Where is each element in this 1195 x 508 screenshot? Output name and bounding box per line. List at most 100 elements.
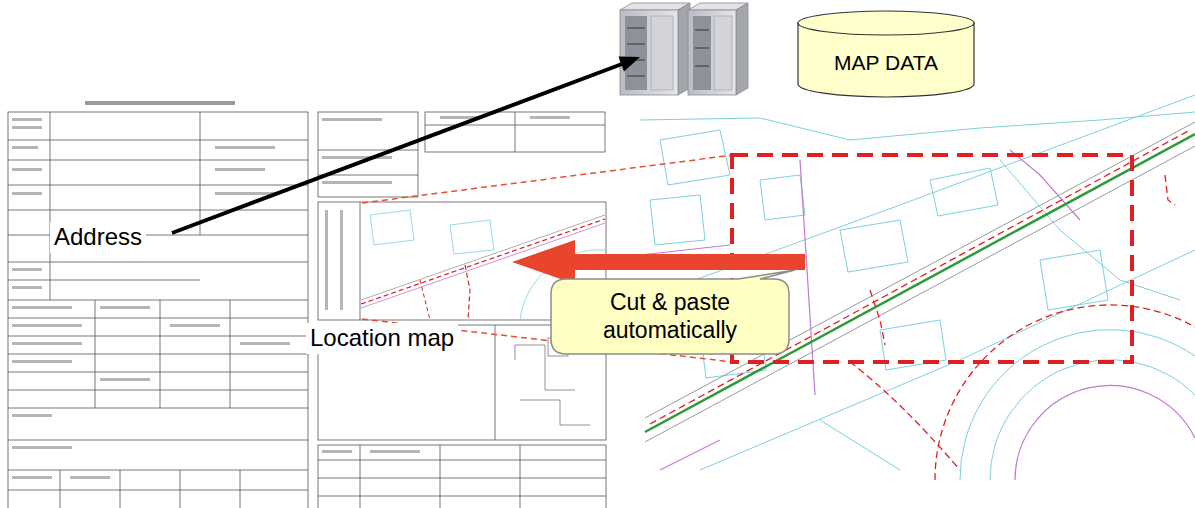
form-print [12, 192, 42, 195]
form-print [100, 306, 150, 309]
server-icon [695, 29, 709, 31]
location-map-inset [450, 220, 494, 254]
form-print [322, 450, 352, 453]
form-sheet [425, 112, 605, 152]
form-print [12, 414, 52, 417]
form-sheet [360, 445, 361, 508]
map-building [1000, 160, 1180, 300]
map-boundary [800, 160, 815, 395]
form-sheet [8, 185, 308, 186]
form-sheet [8, 440, 308, 441]
form-print [70, 476, 110, 479]
form-sheet [8, 112, 308, 508]
map-building [960, 330, 1195, 480]
form-sheet [8, 210, 308, 211]
form-print [12, 306, 72, 309]
form-print [12, 126, 42, 129]
buried-line [850, 362, 960, 470]
map-boundary [1015, 385, 1195, 480]
form-print [12, 268, 42, 271]
form-print [215, 146, 275, 149]
location-map-inset [420, 280, 430, 319]
location-map-inset [465, 265, 470, 319]
form-sheet [8, 318, 308, 319]
server-icon [620, 10, 678, 95]
map-building [820, 420, 900, 470]
form-sheet [8, 470, 308, 471]
form-sheet [318, 150, 418, 151]
form-sheet [8, 140, 308, 141]
form-sheet [230, 300, 231, 408]
form-print [340, 210, 343, 310]
server-icon [695, 47, 709, 49]
form-sheet [318, 496, 606, 497]
callout-shape [551, 270, 795, 354]
form-print [530, 116, 570, 119]
map-building [640, 112, 1195, 140]
form-print [12, 118, 290, 479]
map-building [760, 175, 805, 220]
form-print [12, 168, 42, 171]
form-sheet [85, 101, 235, 105]
field-label: Location map [306, 323, 458, 354]
form-sheet [8, 490, 308, 491]
cylinder-top [798, 11, 974, 35]
callout-bubble: Cut & paste automatically [550, 278, 790, 355]
map-building [990, 360, 1195, 480]
form-print [12, 118, 42, 121]
form-sheet [8, 336, 308, 337]
server-icon [625, 16, 647, 90]
form-sheet [520, 400, 590, 425]
buried-line [935, 305, 1195, 480]
location-map-inset [370, 210, 414, 245]
form-print [215, 192, 275, 195]
form-sheet [8, 101, 308, 508]
map-building [930, 168, 998, 216]
form-print [12, 146, 38, 149]
server-icon [695, 65, 709, 67]
server-icon [627, 75, 645, 77]
guide-line [362, 155, 733, 203]
form-sheet [60, 470, 61, 508]
form-sheet [160, 300, 161, 408]
server-icon [688, 3, 748, 95]
address-arrow [172, 57, 640, 234]
node-text: MAP DATA [834, 50, 938, 75]
form-print [325, 210, 328, 310]
form-print [215, 168, 265, 171]
form-sheet [8, 354, 308, 355]
form-sheet [8, 300, 308, 301]
field-label: Address [50, 222, 146, 253]
address-arrow [172, 64, 622, 233]
form-print [240, 342, 290, 345]
server-icon [627, 43, 645, 45]
form-print [12, 324, 82, 327]
form-sheet [8, 160, 308, 161]
server-icon [627, 27, 645, 29]
database-cylinder: MAP DATA [797, 10, 975, 98]
form-sheet [318, 112, 418, 197]
form-sheet [495, 325, 496, 440]
form-print [12, 446, 72, 449]
server-icon [651, 16, 673, 90]
server-icon [714, 16, 732, 90]
form-print [12, 360, 72, 363]
server-icon [693, 16, 711, 90]
form-sheet [8, 372, 308, 373]
form-print [322, 118, 382, 121]
form-sheet [8, 390, 308, 391]
form-sheet [515, 112, 516, 152]
server-icon [688, 10, 736, 95]
form-print [12, 342, 82, 345]
form-print [12, 476, 52, 479]
form-print [322, 181, 392, 184]
form-sheet [318, 460, 606, 461]
form-print [12, 286, 42, 289]
buried-line [650, 130, 1190, 424]
form-print [170, 324, 220, 327]
buried-line [1165, 175, 1175, 205]
form-sheet [8, 280, 200, 281]
server-icon [620, 3, 690, 95]
